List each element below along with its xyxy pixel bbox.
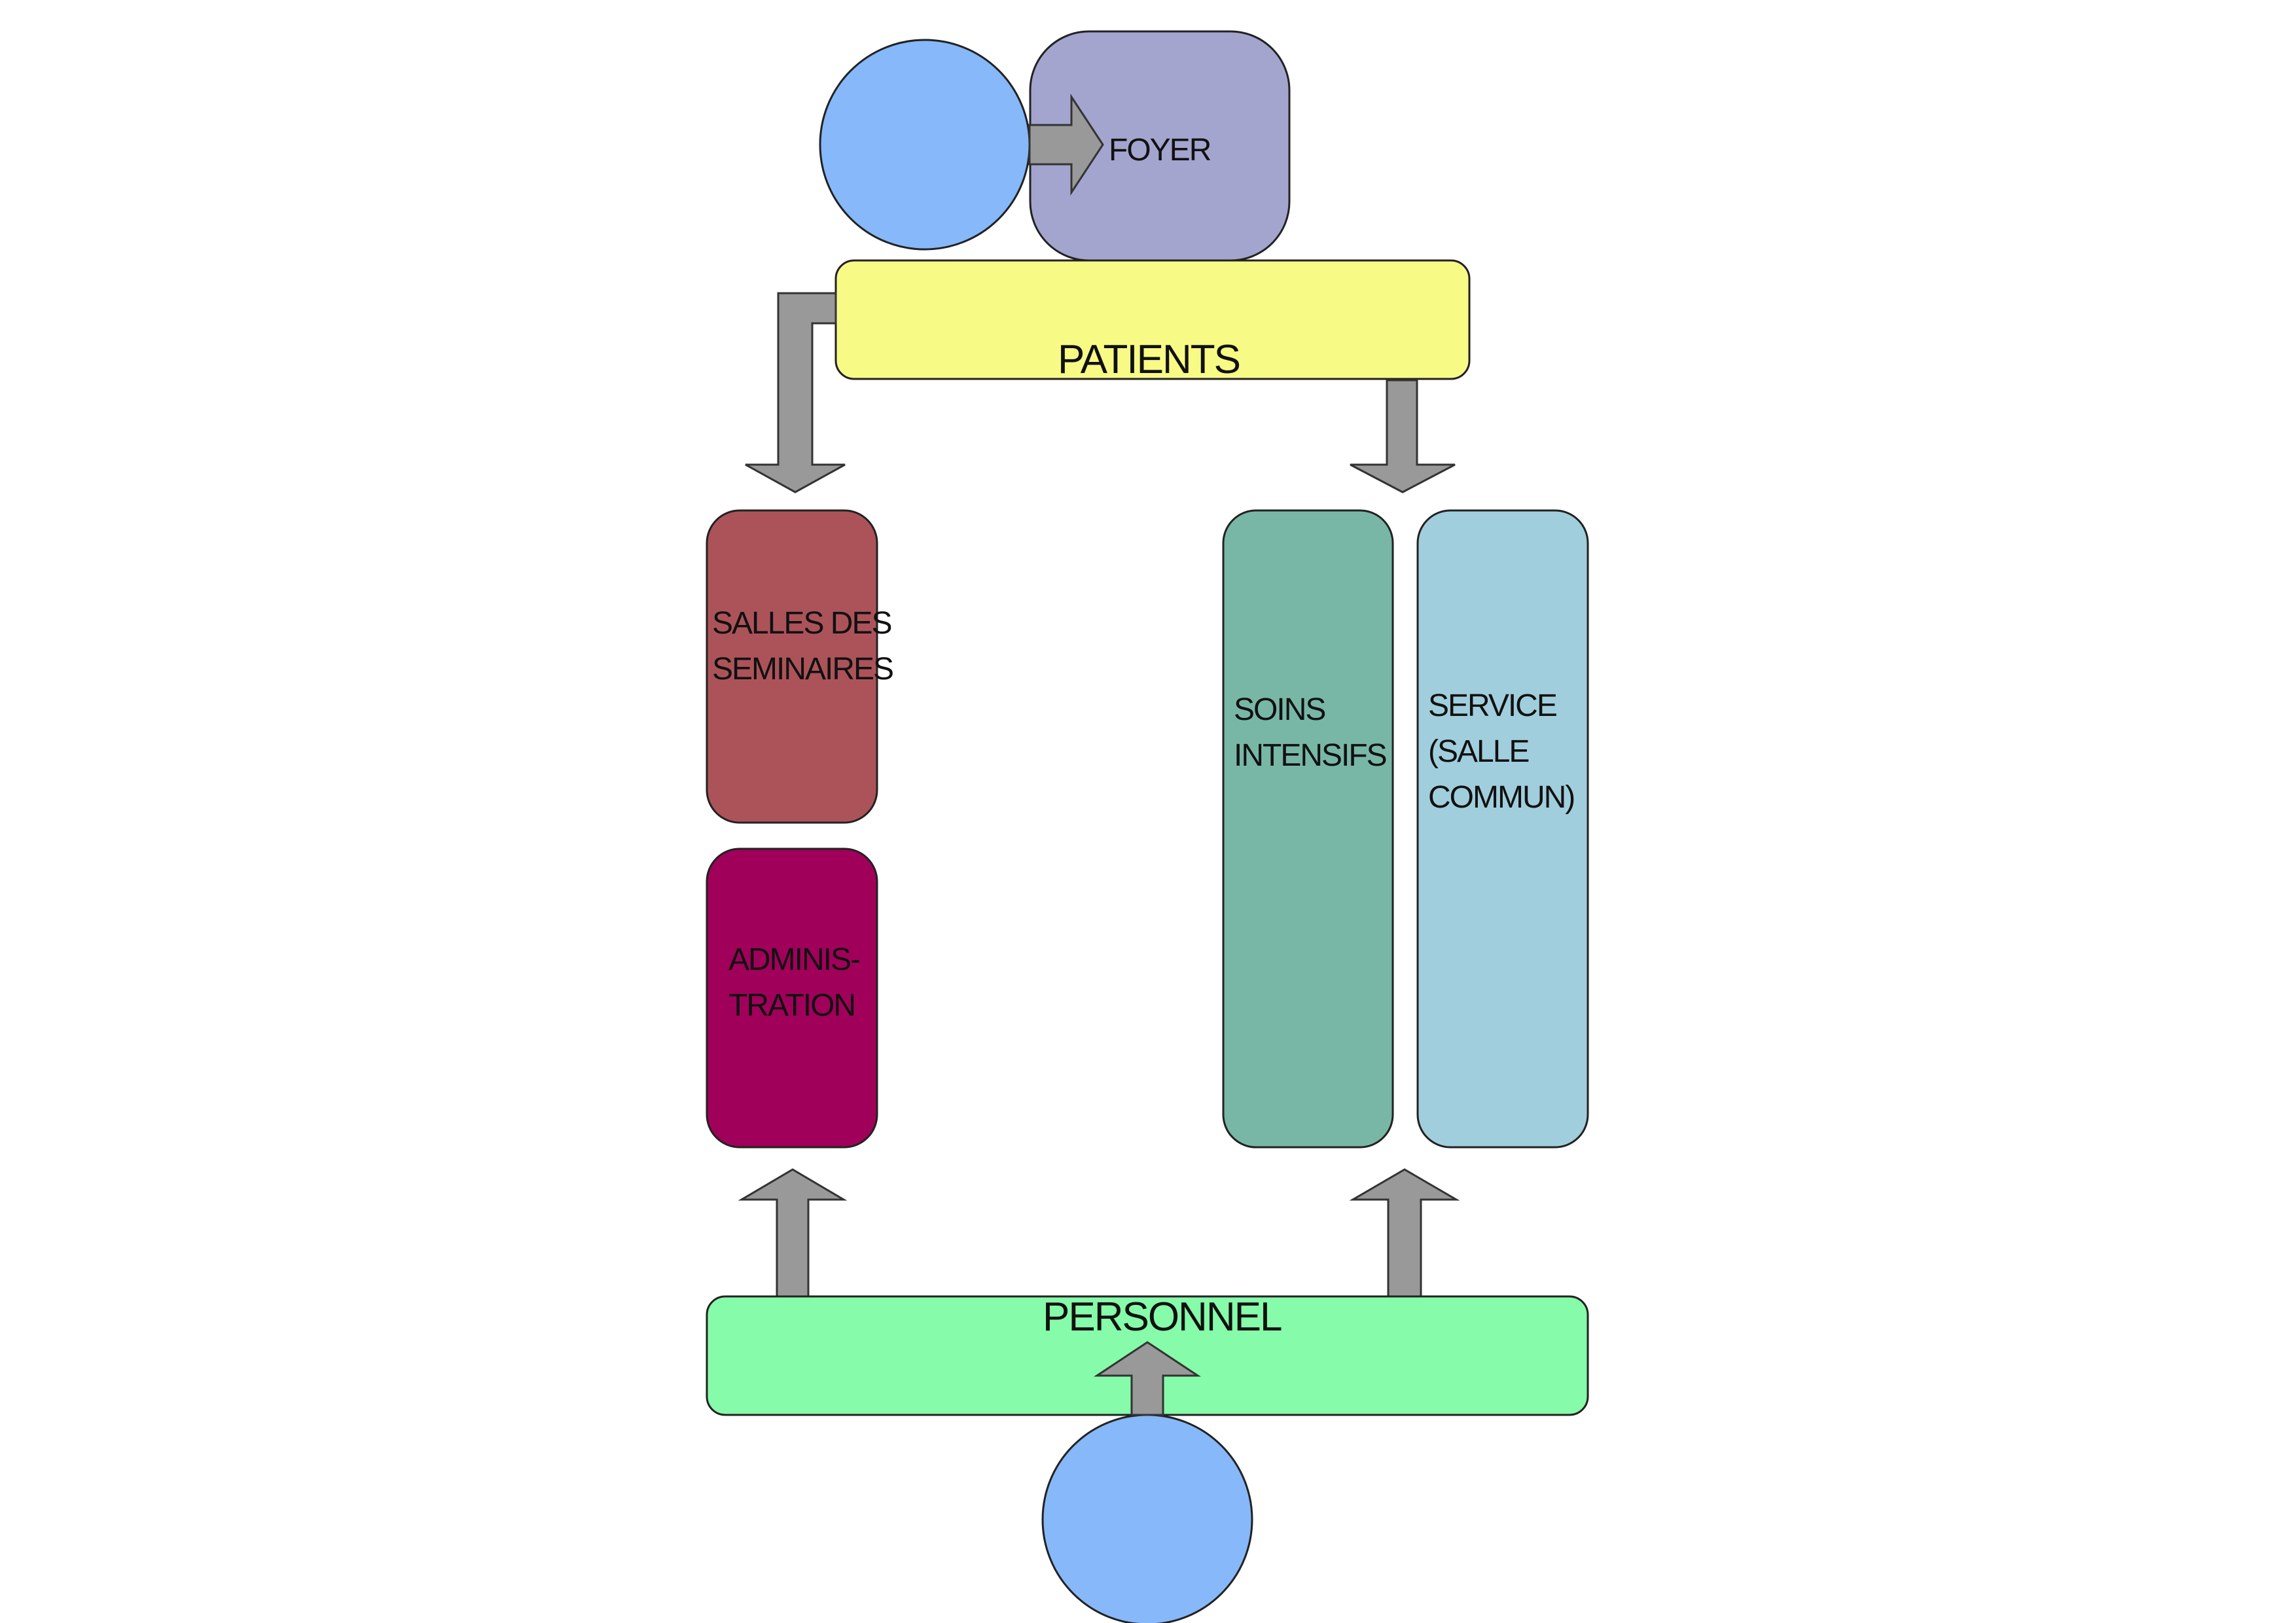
administration-line-2: TRATION <box>728 988 855 1023</box>
service-box <box>1416 509 1589 1149</box>
service-node: SERVICE (SALLE COMMUN) <box>1416 509 1589 1149</box>
service-label: SERVICE (SALLE COMMUN) <box>1428 688 1574 815</box>
soins-intensifs-box <box>1222 509 1394 1149</box>
arrow-entry-to-foyer <box>1028 93 1104 196</box>
patients-node: PATIENTS <box>834 259 1471 382</box>
salles-line-2: SEMINAIRES <box>712 652 893 687</box>
administration-label: ADMINIS- TRATION <box>728 942 867 1023</box>
salles-line-1: SALLES DES <box>712 606 891 641</box>
salles-seminaires-label: SALLES DES SEMINAIRES <box>712 606 899 687</box>
salles-seminaires-box <box>706 509 878 824</box>
arrow-patients-to-soins <box>1350 379 1456 493</box>
arrow-personnel-to-administration <box>738 1168 848 1298</box>
service-line-1: SERVICE <box>1428 688 1556 723</box>
soins-intensifs-label: SOINS INTENSIFS <box>1234 692 1386 773</box>
arrow-entry-to-personnel <box>1094 1341 1201 1416</box>
administration-line-1: ADMINIS- <box>728 942 859 977</box>
administration-box <box>706 847 878 1149</box>
foyer-node: FOYER <box>1029 30 1291 262</box>
service-line-3: COMMUN) <box>1428 780 1574 815</box>
arrow-personnel-to-soins <box>1349 1168 1460 1298</box>
administration-node: ADMINIS- TRATION <box>706 847 878 1149</box>
salles-seminaires-node: SALLES DES SEMINAIRES <box>706 509 899 824</box>
arrow-patients-to-salles <box>745 292 846 493</box>
entry-bottom-circle <box>1041 1414 1253 1623</box>
entry-top-circle <box>819 39 1031 251</box>
soins-line-1: SOINS <box>1234 692 1325 727</box>
personnel-label: PERSONNEL <box>1043 1294 1282 1340</box>
foyer-label: FOYER <box>1109 133 1211 168</box>
soins-intensifs-node: SOINS INTENSIFS <box>1222 509 1394 1149</box>
service-line-2: (SALLE <box>1428 734 1528 769</box>
soins-line-2: INTENSIFS <box>1234 738 1386 773</box>
patients-label: PATIENTS <box>1058 337 1240 382</box>
